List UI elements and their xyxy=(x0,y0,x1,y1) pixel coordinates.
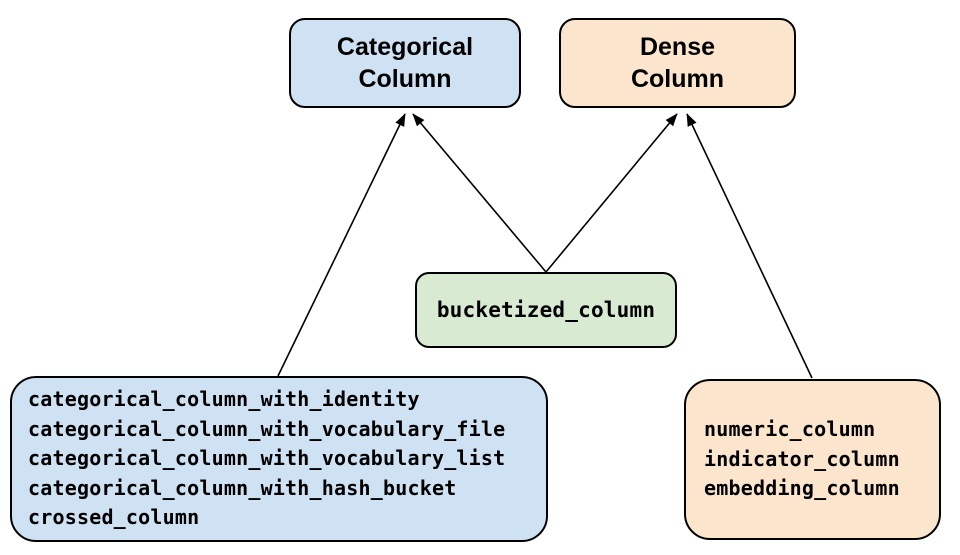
node-categorical-column: Categorical Column xyxy=(289,18,521,108)
dense-column-label: Dense Column xyxy=(630,32,725,94)
list-item: categorical_column_with_identity xyxy=(28,387,420,412)
arrow-dense-functions-to-dense xyxy=(686,113,813,379)
arrow-bucketized-to-categorical xyxy=(412,113,547,273)
arrow-bucketized-to-dense xyxy=(545,113,678,273)
node-categorical-functions: categorical_column_with_identity categor… xyxy=(10,376,548,542)
list-item: indicator_column xyxy=(704,446,900,471)
list-item: numeric_column xyxy=(704,417,876,442)
list-item: categorical_column_with_vocabulary_list xyxy=(28,446,506,471)
list-item: crossed_column xyxy=(28,505,200,530)
arrow-categorical-functions-to-categorical xyxy=(277,113,406,377)
list-item: embedding_column xyxy=(704,476,900,501)
bucketized-column-label: bucketized_column xyxy=(436,298,656,322)
node-bucketized-column: bucketized_column xyxy=(415,272,677,348)
node-dense-column: Dense Column xyxy=(559,18,796,108)
node-dense-functions: numeric_column indicator_column embeddin… xyxy=(684,379,941,540)
categorical-column-label: Categorical Column xyxy=(336,32,474,94)
list-item: categorical_column_with_hash_bucket xyxy=(28,475,457,500)
list-item: categorical_column_with_vocabulary_file xyxy=(28,416,506,441)
